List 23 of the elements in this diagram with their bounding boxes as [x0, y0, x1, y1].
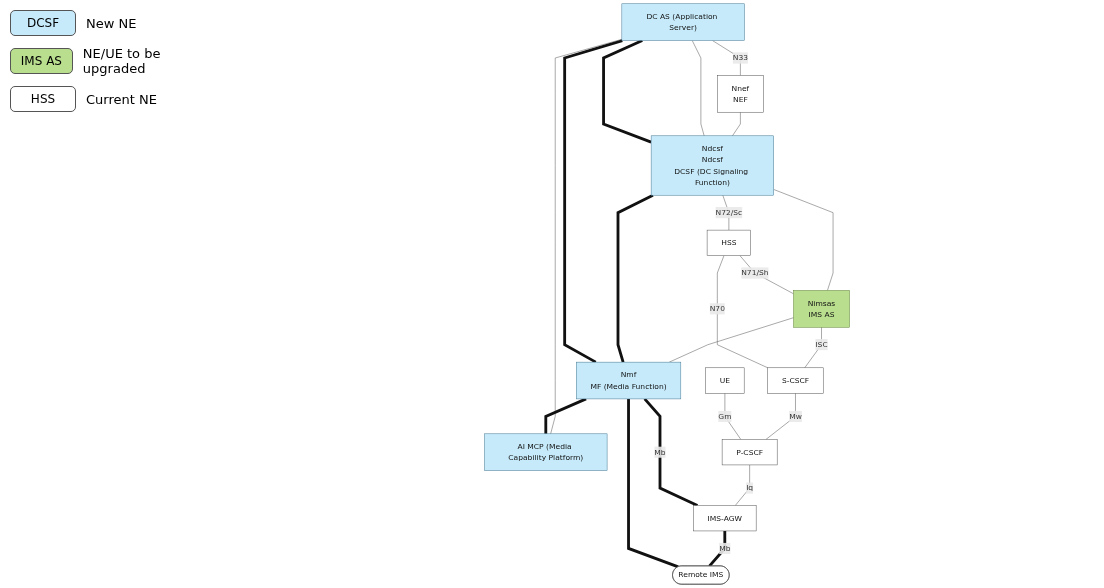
connector [563, 39, 623, 364]
connector [691, 40, 705, 137]
connector [550, 39, 623, 435]
connector [717, 255, 769, 369]
connector [616, 193, 654, 363]
connector [544, 397, 587, 434]
connector [773, 189, 834, 291]
legend-swatch: HSS [10, 86, 76, 112]
connector [765, 392, 796, 440]
connector [724, 392, 742, 440]
legend-swatch: DCSF [10, 10, 76, 36]
connector [627, 398, 679, 569]
connector [669, 317, 794, 363]
connector [643, 398, 699, 507]
legend-text: NE/UE to be upgraded [82, 46, 162, 76]
connector [735, 464, 750, 506]
legend-text: Current NE [86, 91, 157, 107]
connector [739, 255, 794, 295]
connector [708, 530, 727, 567]
connector [602, 39, 652, 144]
legend-swatch: IMS AS [10, 48, 73, 74]
connector [732, 111, 741, 137]
legend-text: New NE [86, 15, 137, 31]
